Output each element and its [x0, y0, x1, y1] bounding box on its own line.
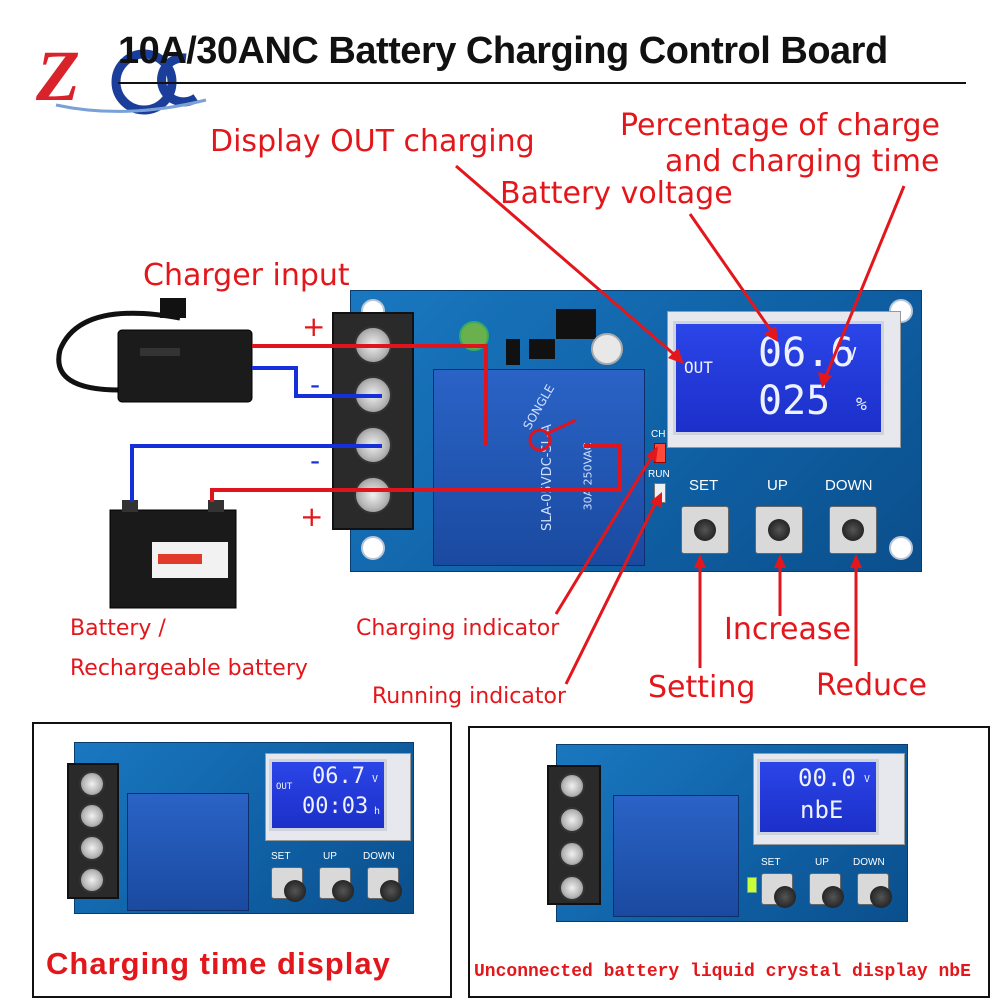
panel-set-button[interactable] — [271, 867, 306, 902]
panel-lcd-line2-unit: h — [374, 806, 381, 817]
panel-lcd-screen: 00.0 V nbE — [757, 759, 879, 835]
label-display-out: Display OUT charging — [210, 124, 535, 159]
panel-unconnected-battery: 00.0 V nbE SET UP DOWN Unconnected batte… — [468, 726, 990, 998]
panel-up-silk: UP — [815, 857, 829, 868]
terminal-screw — [559, 841, 585, 867]
label-battery-voltage: Battery voltage — [500, 176, 733, 211]
panel-down-silk: DOWN — [363, 851, 395, 862]
panel-terminal-block — [547, 765, 601, 905]
label-battery-line2: Rechargeable battery — [70, 656, 308, 681]
terminal-screw — [559, 807, 585, 833]
relay: SONGLE SLA-05VDC-SL-A 30A 250VAC — [433, 369, 645, 566]
panel-board: OUT 06.7 V 00:03 h SET UP DOWN — [67, 742, 414, 914]
up-silk: UP — [767, 477, 788, 494]
panel-running-led — [747, 877, 757, 893]
set-silk: SET — [689, 477, 719, 494]
terminal-screw — [79, 835, 105, 861]
lcd-screen: OUT 06.6 V 025 % — [673, 321, 884, 435]
label-setting: Setting — [648, 670, 756, 705]
terminal-screw — [79, 867, 105, 893]
chip — [506, 339, 520, 365]
panel-lcd-line1: 00.0 — [798, 764, 856, 792]
chip — [529, 339, 555, 359]
up-button[interactable] — [755, 506, 803, 554]
panel-lcd-line2: 00:03 — [302, 794, 369, 819]
label-battery-line1: Battery / — [70, 616, 166, 641]
panel-lcd-line1-unit: V — [864, 774, 871, 785]
panel-down-button[interactable] — [857, 873, 892, 908]
down-button[interactable] — [829, 506, 877, 554]
main-board: SONGLE SLA-05VDC-SL-A 30A 250VAC OUT 06.… — [350, 290, 922, 572]
panel-right-caption: Unconnected battery liquid crystal displ… — [474, 962, 971, 982]
lcd-percent-unit: % — [856, 394, 867, 415]
panel-board: 00.0 V nbE SET UP DOWN — [547, 744, 908, 922]
svg-text:Z: Z — [36, 36, 80, 116]
led-run-label: RUN — [648, 469, 670, 480]
label-percentage-line1: Percentage of charge — [620, 108, 940, 143]
panel-charging-time: OUT 06.7 V 00:03 h SET UP DOWN Charging … — [32, 722, 452, 998]
chip — [556, 309, 596, 339]
title-underline — [118, 82, 966, 84]
panel-up-silk: UP — [323, 851, 337, 862]
label-charger-input: Charger input — [143, 258, 350, 293]
battery-image — [108, 498, 238, 610]
panel-left-caption: Charging time display — [46, 946, 391, 981]
panel-lcd-line2: nbE — [800, 796, 844, 824]
mount-hole — [361, 536, 385, 560]
panel-relay — [613, 795, 739, 917]
panel-terminal-block — [67, 763, 119, 899]
panel-set-button[interactable] — [761, 873, 796, 908]
label-reduce: Reduce — [816, 668, 927, 703]
polarity-minus-1: - — [310, 368, 321, 401]
terminal-screw — [559, 773, 585, 799]
lcd-out-label: OUT — [684, 358, 713, 377]
terminal-screw — [354, 476, 392, 514]
label-percentage-line2: and charging time — [665, 144, 940, 179]
label-running-indicator: Running indicator — [372, 684, 566, 709]
panel-up-button[interactable] — [809, 873, 844, 908]
lcd-voltage-unit: V — [846, 344, 857, 365]
led-ch-label: CH — [651, 429, 666, 440]
label-increase: Increase — [724, 612, 851, 647]
panel-set-silk: SET — [761, 857, 781, 868]
brand-logo: Z — [35, 30, 216, 125]
panel-lcd-line1-unit: V — [372, 774, 379, 785]
panel-relay — [127, 793, 249, 911]
down-silk: DOWN — [825, 477, 873, 494]
lcd-percent: 025 — [758, 378, 831, 424]
page-title: 10A/30ANC Battery Charging Control Board — [118, 30, 888, 72]
set-button[interactable] — [681, 506, 729, 554]
label-charging-indicator: Charging indicator — [356, 616, 560, 641]
mount-hole — [889, 536, 913, 560]
polarity-plus-bottom: + — [300, 500, 324, 533]
terminal-screw — [559, 875, 585, 901]
terminal-screw — [79, 803, 105, 829]
capacitor — [591, 333, 623, 365]
terminal-screw — [79, 771, 105, 797]
panel-lcd-screen: OUT 06.7 V 00:03 h — [269, 759, 387, 831]
panel-lcd-out: OUT — [276, 782, 293, 792]
panel-up-button[interactable] — [319, 867, 354, 902]
panel-set-silk: SET — [271, 851, 291, 862]
charger-image — [40, 290, 270, 420]
annotation-overlay — [130, 164, 906, 685]
panel-down-silk: DOWN — [853, 857, 885, 868]
polarity-minus-2: - — [310, 444, 321, 477]
polarity-plus-top: + — [302, 310, 326, 343]
panel-down-button[interactable] — [367, 867, 402, 902]
panel-lcd-line1: 06.7 — [312, 764, 365, 789]
